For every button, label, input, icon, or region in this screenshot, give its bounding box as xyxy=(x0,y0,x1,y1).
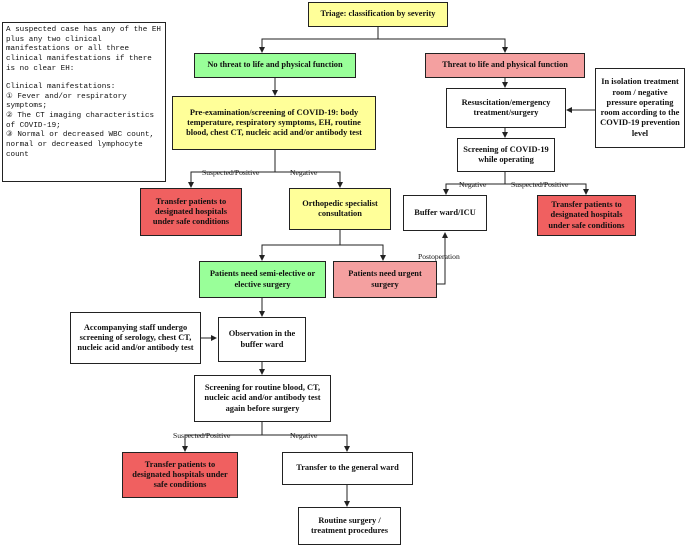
label-negative-2: Negative xyxy=(459,180,487,189)
general-ward-box: Transfer to the general ward xyxy=(282,452,413,485)
semi-elective-surgery-box: Patients need semi-elective or elective … xyxy=(199,261,326,298)
observation-buffer-ward-box: Observation in the buffer ward xyxy=(218,317,306,362)
isolation-room-box: In isolation treatment room / negative p… xyxy=(595,68,685,148)
resuscitation-box: Resuscitation/emergency treatment/surger… xyxy=(446,88,566,128)
routine-surgery-box: Routine surgery / treatment procedures xyxy=(298,507,401,545)
triage-box: Triage: classification by severity xyxy=(308,2,448,27)
label-suspected-positive-2: Suspected/Positive xyxy=(511,180,569,189)
suspected-case-definition-note: A suspected case has any of the EH plus … xyxy=(2,22,166,182)
urgent-surgery-box: Patients need urgent surgery xyxy=(333,261,437,298)
accompanying-staff-box: Accompanying staff undergo screening of … xyxy=(70,312,201,364)
transfer-designated-hospital-box-2: Transfer patients to designated hospital… xyxy=(537,195,636,236)
note-heading: Clinical manifestations: xyxy=(6,83,116,92)
threat-box: Threat to life and physical function xyxy=(425,53,585,78)
label-suspected-positive-1: Suspected/Positive xyxy=(202,168,260,177)
label-negative-1: Negative xyxy=(290,168,318,177)
screening-before-surgery-box: Screening for routine blood, CT, nucleic… xyxy=(194,375,331,422)
orthopedic-consultation-box: Orthopedic specialist consultation xyxy=(289,188,391,230)
note-item-3: ③ Normal or decreased WBC count, normal … xyxy=(6,131,155,159)
label-suspected-positive-3: Suspected/Positive xyxy=(173,431,231,440)
buffer-ward-icu-box: Buffer ward/ICU xyxy=(403,195,487,231)
label-postoperation: Postoperation xyxy=(418,252,460,261)
no-threat-box: No threat to life and physical function xyxy=(194,53,356,78)
note-intro: A suspected case has any of the EH plus … xyxy=(6,26,161,73)
note-item-1: ① Fever and/or respiratory symptoms; xyxy=(6,92,127,111)
screening-while-operating-box: Screening of COVID-19 while operating xyxy=(457,138,555,172)
pre-examination-box: Pre-examination/screening of COVID-19: b… xyxy=(172,96,376,150)
label-negative-3: Negative xyxy=(290,431,318,440)
transfer-designated-hospital-box-1: Transfer patients to designated hospital… xyxy=(140,188,242,236)
transfer-designated-hospital-box-3: Transfer patients to designated hospital… xyxy=(122,452,238,498)
note-item-2: ② The CT imaging characteristics of COVI… xyxy=(6,112,155,130)
